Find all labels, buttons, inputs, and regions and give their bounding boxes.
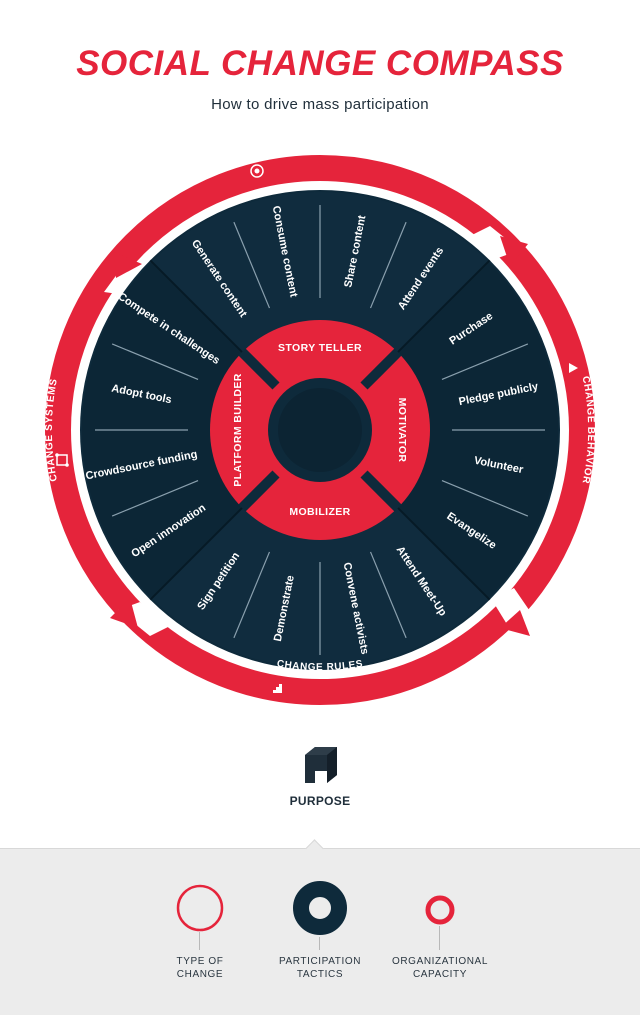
divider-line [149, 259, 243, 353]
legend-connector [319, 937, 320, 950]
divider-line [111, 343, 199, 381]
capacity-label: MOBILIZER [289, 506, 350, 518]
purpose-block-icon [305, 747, 337, 783]
divider-line [397, 259, 491, 353]
network-icon [55, 453, 69, 467]
arrow-icon [569, 363, 578, 373]
divider-line [397, 507, 491, 601]
capacity-label: MOTIVATOR [396, 398, 408, 463]
divider-line [111, 479, 199, 517]
divider-line [441, 479, 529, 517]
quadrant-sector [151, 430, 489, 669]
quadrant-sector [320, 261, 558, 599]
divider-line [149, 507, 243, 601]
purpose-label: PURPOSE [289, 794, 351, 808]
divider-lines [95, 205, 545, 655]
small-red-ring-icon [425, 895, 455, 925]
stairs-icon [273, 684, 282, 693]
type-of-change-ring [45, 155, 595, 705]
quadrant-shading [82, 192, 558, 669]
change-rules-label: CHANGE RULES [276, 659, 364, 674]
page-title: SOCIAL CHANGE COMPASS [76, 44, 564, 83]
divider-line [233, 551, 271, 639]
quadrant-sector [151, 192, 489, 430]
target-icon [250, 164, 264, 178]
capacity-label: STORY TELLER [278, 342, 362, 354]
divider-line [369, 551, 407, 639]
divider-line [441, 343, 529, 381]
divider-line [369, 221, 407, 309]
capacity-label: PLATFORM BUILDER [232, 373, 244, 487]
divider-line [233, 221, 271, 309]
thick-navy-ring-icon [293, 881, 347, 935]
thin-red-ring-icon [176, 884, 224, 932]
change-systems-label: CHANGE SYSTEMS [44, 378, 60, 483]
organizational-capacity-ring [210, 320, 430, 540]
legend-connector [199, 932, 200, 950]
capacity-labels: STORY TELLER MOTIVATOR MOBILIZER PLATFORM B… [232, 342, 408, 518]
legend-connector [439, 926, 440, 950]
page-subtitle: How to drive mass participation [211, 96, 429, 113]
quadrant-sector [82, 261, 321, 599]
